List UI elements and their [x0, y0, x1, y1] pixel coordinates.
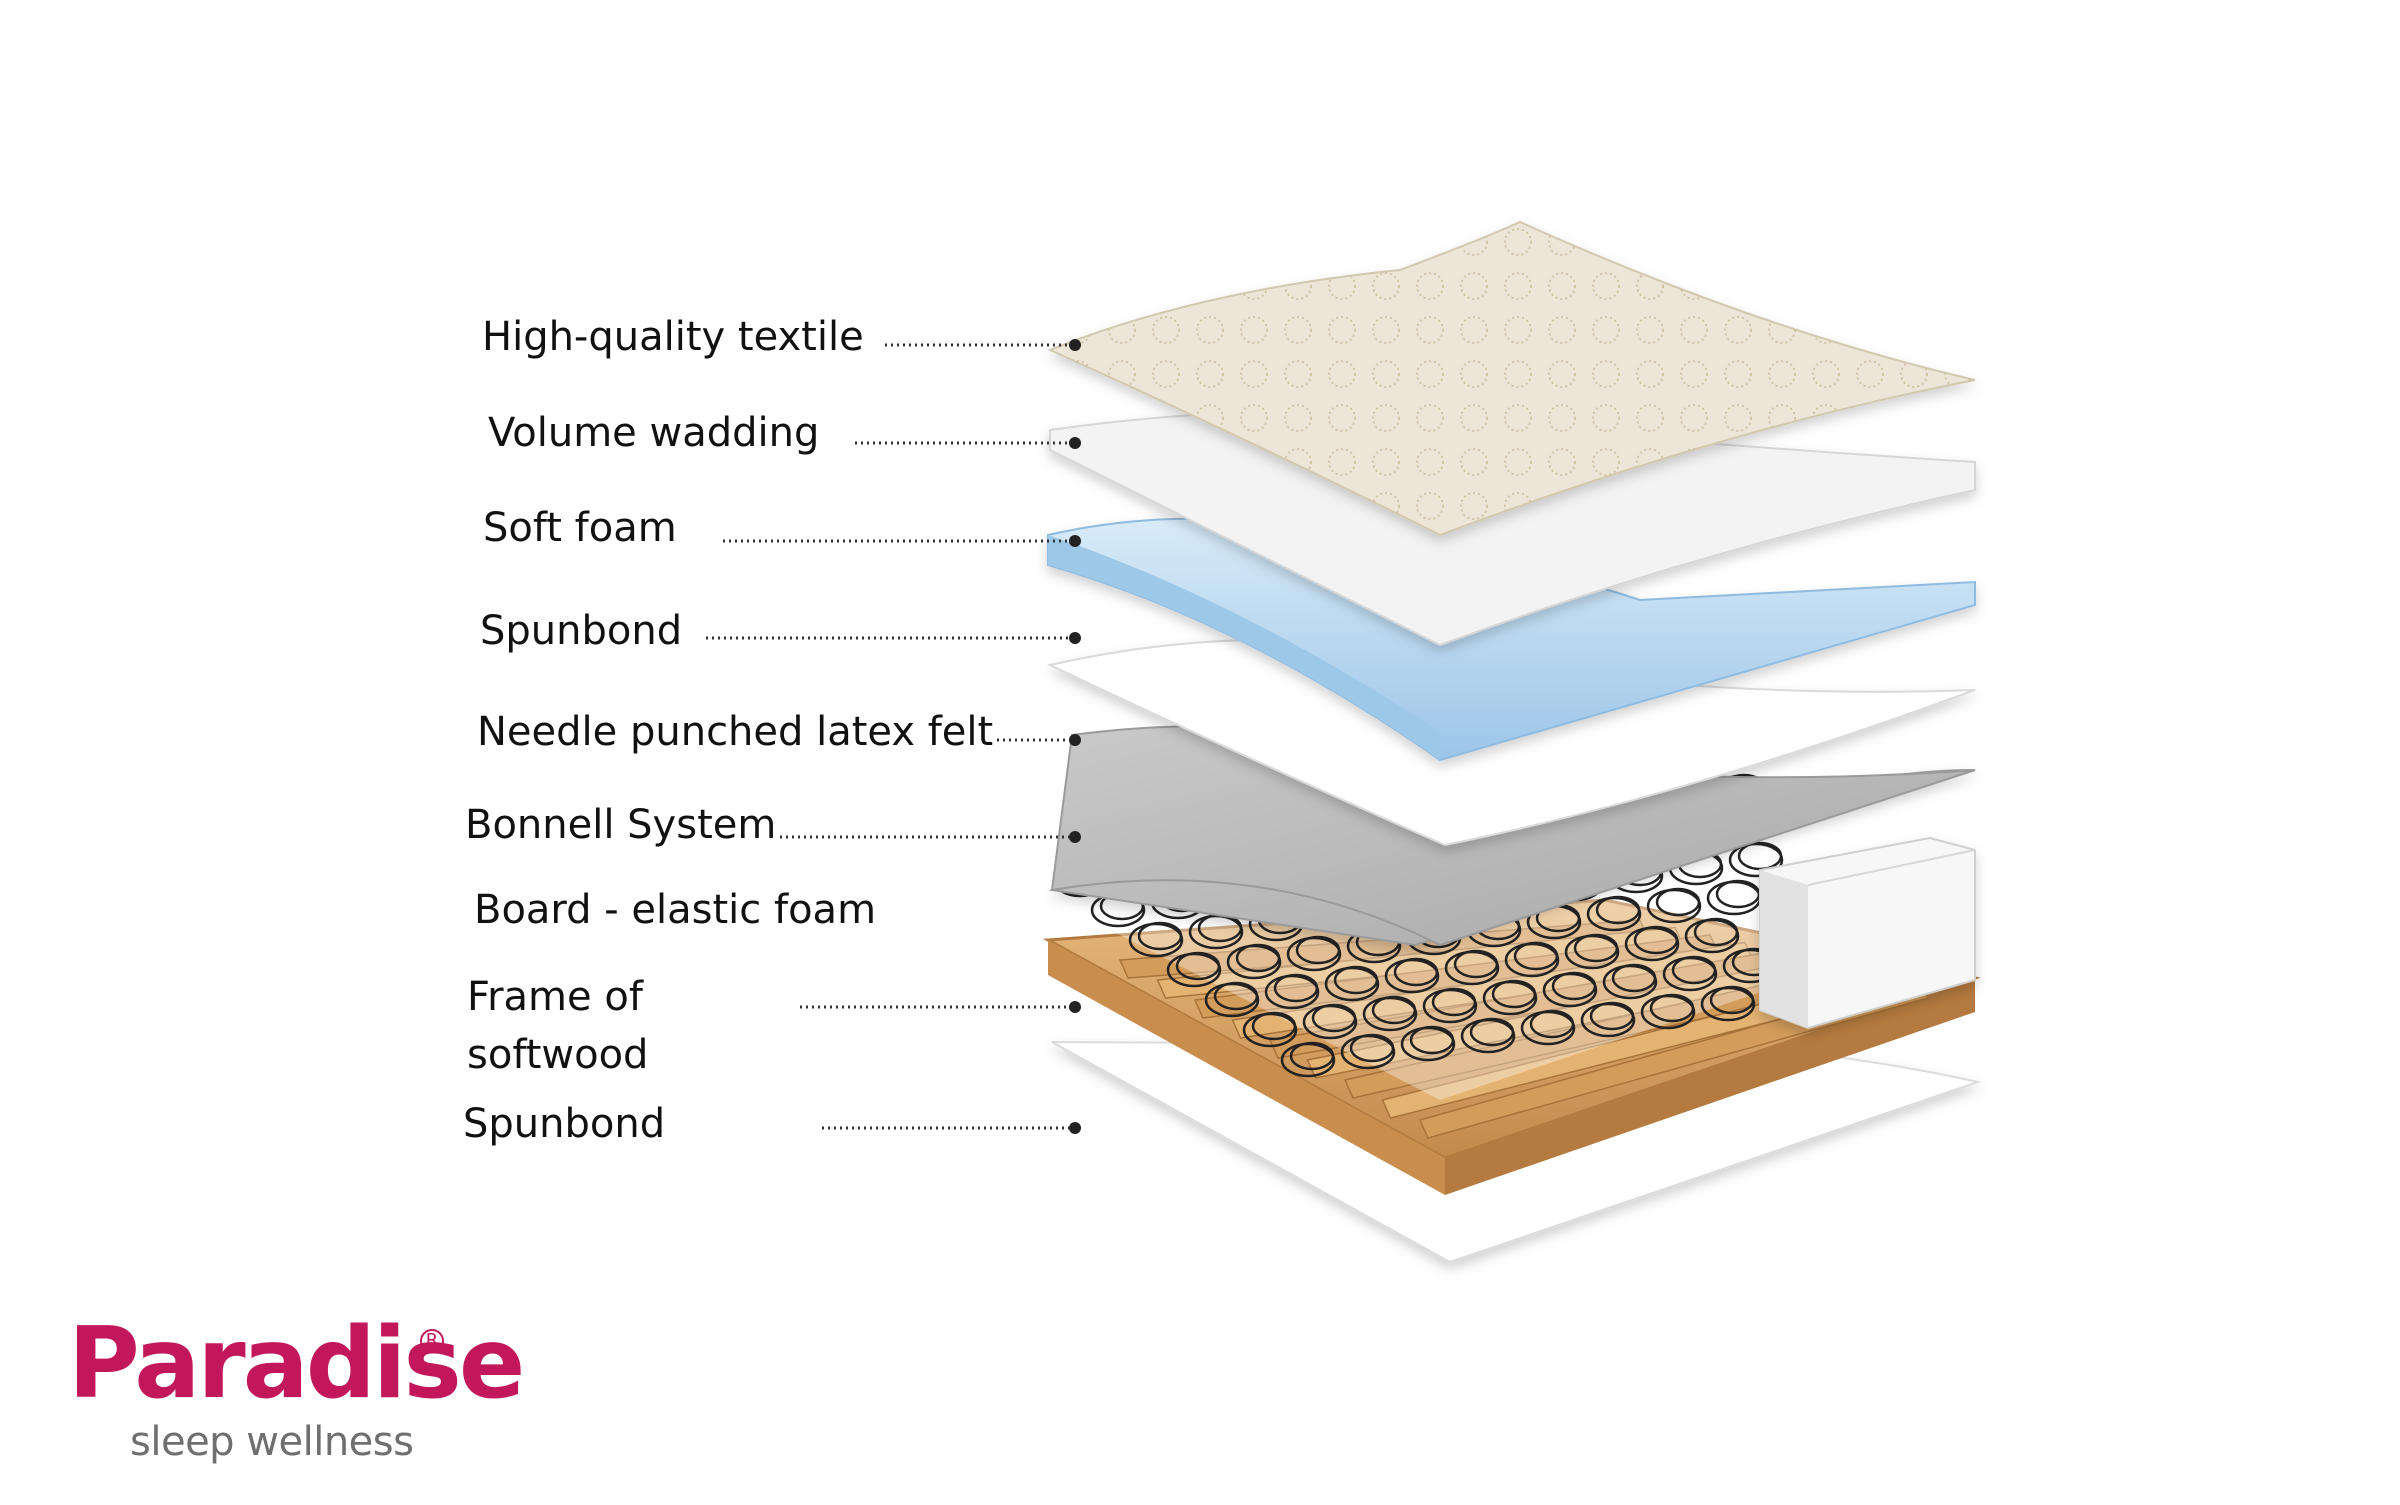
registered-mark-icon: R — [420, 1329, 444, 1353]
spring-coil — [1393, 957, 1439, 987]
spring-coil — [1737, 841, 1783, 871]
spring-coil — [1513, 941, 1559, 971]
spring-coil — [1611, 963, 1657, 993]
leader-dot — [1069, 1122, 1081, 1134]
spring-coil — [1453, 949, 1499, 979]
spring-coil — [1633, 925, 1679, 955]
spring-coil — [1573, 933, 1619, 963]
spring-coil — [1311, 1003, 1357, 1033]
logo-tagline: sleep wellness — [130, 1419, 414, 1465]
spring-coil — [1333, 965, 1379, 995]
label-high-quality-textile: High-quality textile — [482, 314, 864, 360]
label-bonnell-system: Bonnell System — [465, 802, 777, 848]
leader-lines — [706, 339, 1081, 1134]
spring-coil — [1175, 951, 1221, 981]
leader-dot — [1069, 632, 1081, 644]
spring-coil — [1655, 887, 1701, 917]
leader-dot — [1069, 535, 1081, 547]
label-spunbond-top: Spunbond — [480, 608, 683, 654]
leader-dot — [1069, 437, 1081, 449]
leader-dot — [1069, 734, 1081, 746]
spring-coil — [1693, 917, 1739, 947]
spring-coil — [1273, 973, 1319, 1003]
leader-dot — [1069, 1001, 1081, 1013]
spring-coil — [1289, 1041, 1335, 1071]
spring-coil — [1469, 1017, 1515, 1047]
board-elastic-foam-layer — [1759, 836, 1976, 1030]
logo-wordmark: Paradise — [68, 1307, 525, 1421]
spring-coil — [1371, 995, 1417, 1025]
spring-coil — [1595, 895, 1641, 925]
spring-coil — [1551, 971, 1597, 1001]
spring-coil — [1589, 1001, 1635, 1031]
spring-coil — [1431, 987, 1477, 1017]
paradise-logo: Paradise R sleep wellness — [68, 1307, 525, 1465]
spring-coil — [1529, 1009, 1575, 1039]
spring-coil — [1649, 993, 1695, 1023]
spring-coil — [1295, 935, 1341, 965]
leader-dot — [1069, 339, 1081, 351]
label-soft-foam: Soft foam — [483, 505, 677, 551]
label-board-elastic-foam: Board - elastic foam — [474, 887, 877, 933]
spring-coil — [1409, 1025, 1455, 1055]
spring-coil — [1349, 1033, 1395, 1063]
spring-coil — [1671, 955, 1717, 985]
label-frame-of-softwood: Frame of softwood — [467, 974, 649, 1078]
label-spunbond-bottom: Spunbond — [463, 1101, 666, 1147]
textile-layer — [1047, 220, 1976, 537]
label-volume-wadding: Volume wadding — [488, 410, 820, 456]
label-needle-punched-latex-felt: Needle punched latex felt — [477, 709, 994, 755]
spring-coil — [1137, 921, 1183, 951]
spring-coil — [1709, 985, 1755, 1015]
leader-dot — [1069, 831, 1081, 843]
spring-coil — [1213, 981, 1259, 1011]
spring-coil — [1235, 943, 1281, 973]
spring-coil — [1491, 979, 1537, 1009]
spring-coil — [1251, 1011, 1297, 1041]
